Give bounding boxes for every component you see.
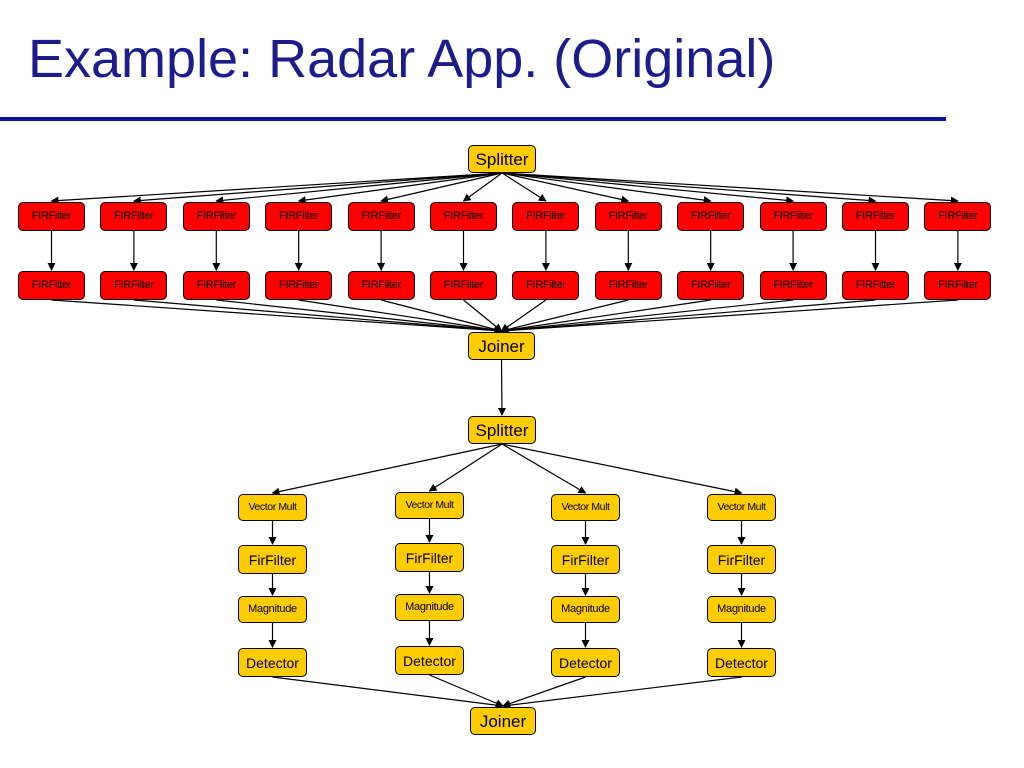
- node-fir1-9: FIRFilter: [677, 202, 745, 231]
- edge-fir2-6-to-joiner1: [463, 299, 503, 332]
- edge-fir2-7-to-joiner1: [500, 299, 547, 332]
- edge-splitter1-to-fir1-5: [380, 172, 503, 204]
- node-ff-4: FirFilter: [707, 545, 776, 574]
- node-joiner2: Joiner: [470, 707, 536, 735]
- node-mag-3: Magnitude: [551, 596, 620, 623]
- node-fir1-5: FIRFilter: [347, 202, 415, 231]
- edge-splitter1-to-fir1-1: [50, 172, 503, 205]
- node-ff-3: FirFilter: [551, 545, 620, 574]
- edge-fir2-3-to-joiner1: [216, 299, 503, 335]
- node-mag-4: Magnitude: [707, 596, 776, 623]
- node-fir2-2: FIRFilter: [100, 271, 168, 300]
- title-underline: [0, 117, 946, 121]
- edge-splitter2-to-vm-1: [271, 443, 503, 496]
- edge-splitter2-to-vm-2: [428, 443, 503, 492]
- node-fir1-4: FIRFilter: [265, 202, 333, 231]
- edge-fir2-11-to-joiner1: [500, 299, 876, 335]
- node-vm-4: Vector Mult: [707, 494, 776, 521]
- edge-det-4-to-joiner2: [502, 676, 742, 710]
- node-fir2-5: FIRFilter: [347, 271, 415, 300]
- node-splitter2: Splitter: [468, 416, 536, 444]
- edge-splitter1-to-fir1-4: [297, 172, 503, 205]
- node-fir1-11: FIRFilter: [842, 202, 909, 231]
- node-mag-2: Magnitude: [395, 594, 464, 621]
- node-ff-1: FirFilter: [238, 545, 307, 574]
- node-fir2-12: FIRFilter: [924, 271, 992, 300]
- node-fir2-11: FIRFilter: [842, 271, 909, 300]
- node-fir1-12: FIRFilter: [924, 202, 992, 231]
- node-vm-1: Vector Mult: [238, 494, 307, 521]
- edge-fir2-5-to-joiner1: [380, 299, 503, 334]
- node-fir1-10: FIRFilter: [759, 202, 827, 231]
- slide-title: Example: Radar App. (Original): [28, 29, 776, 89]
- edge-fir2-2-to-joiner1: [133, 299, 503, 335]
- node-vm-2: Vector Mult: [395, 492, 464, 519]
- edge-fir2-8-to-joiner1: [500, 299, 629, 334]
- edge-fir2-10-to-joiner1: [500, 299, 794, 335]
- node-fir2-3: FIRFilter: [182, 271, 250, 300]
- node-fir2-8: FIRFilter: [594, 271, 662, 300]
- node-fir1-8: FIRFilter: [594, 202, 662, 231]
- edge-fir2-12-to-joiner1: [500, 299, 958, 335]
- node-fir2-7: FIRFilter: [512, 271, 580, 300]
- edge-splitter1-to-fir1-3: [215, 172, 503, 205]
- edge-splitter1-to-fir1-12: [501, 172, 959, 205]
- node-fir1-6: FIRFilter: [430, 202, 497, 231]
- edge-splitter1-to-fir1-10: [501, 172, 795, 205]
- node-ff-2: FirFilter: [395, 543, 464, 572]
- edge-fir2-9-to-joiner1: [500, 299, 711, 334]
- node-mag-1: Magnitude: [238, 596, 307, 623]
- edge-splitter1-to-fir1-9: [501, 172, 712, 205]
- node-fir1-1: FIRFilter: [18, 202, 85, 231]
- edge-splitter2-to-vm-4: [501, 443, 743, 496]
- node-fir2-6: FIRFilter: [430, 271, 497, 300]
- node-det-2: Detector: [395, 646, 464, 675]
- node-fir2-1: FIRFilter: [18, 271, 85, 300]
- node-joiner1: Joiner: [468, 332, 535, 360]
- edge-det-1-to-joiner2: [272, 676, 504, 710]
- node-splitter1: Splitter: [468, 145, 536, 173]
- node-fir1-2: FIRFilter: [100, 202, 168, 231]
- edge-det-3-to-joiner2: [502, 676, 586, 708]
- edge-splitter1-to-fir1-8: [501, 172, 630, 204]
- edge-fir2-4-to-joiner1: [298, 299, 503, 334]
- node-fir2-10: FIRFilter: [759, 271, 827, 300]
- node-fir2-9: FIRFilter: [677, 271, 745, 300]
- edge-splitter1-to-fir1-11: [501, 172, 877, 205]
- edge-splitter1-to-fir1-6: [462, 172, 503, 202]
- node-det-4: Detector: [707, 648, 776, 677]
- node-fir1-3: FIRFilter: [182, 202, 250, 231]
- edge-splitter1-to-fir1-2: [132, 172, 503, 205]
- edge-splitter2-to-vm-3: [501, 443, 587, 494]
- edge-fir2-1-to-joiner1: [51, 299, 503, 335]
- node-det-1: Detector: [238, 648, 307, 677]
- node-fir2-4: FIRFilter: [265, 271, 333, 300]
- node-fir1-7: FIRFilter: [512, 202, 580, 231]
- node-det-3: Detector: [551, 648, 620, 677]
- edge-det-2-to-joiner2: [429, 674, 504, 707]
- edge-joiner1-to-splitter2: [497, 359, 506, 416]
- edge-splitter1-to-fir1-7: [501, 172, 547, 202]
- node-vm-3: Vector Mult: [551, 494, 620, 521]
